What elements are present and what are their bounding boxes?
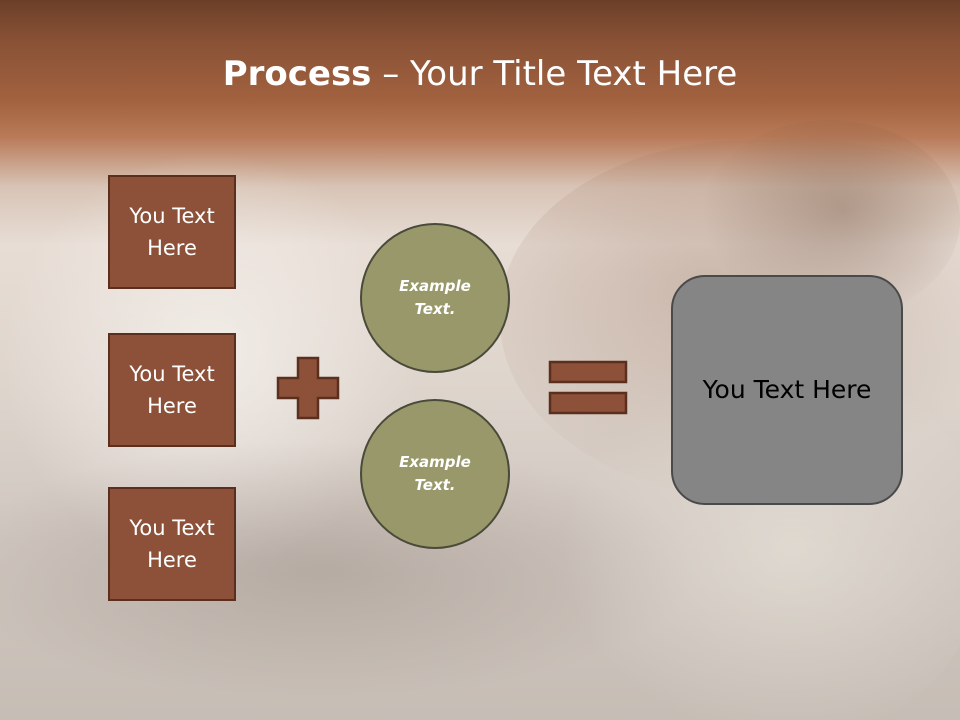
- plus-icon[interactable]: [276, 356, 340, 420]
- example-circle-2[interactable]: Example Text.: [360, 399, 510, 549]
- result-label: You Text Here: [702, 375, 872, 404]
- input-box-3[interactable]: You Text Here: [108, 487, 236, 601]
- example-circle-1[interactable]: Example Text.: [360, 223, 510, 373]
- example-circle-label: Example Text.: [399, 453, 471, 494]
- input-box-label: You Text Here: [129, 204, 215, 260]
- input-box-label: You Text Here: [129, 516, 215, 572]
- title-rest: – Your Title Text Here: [371, 54, 738, 94]
- input-box-label: You Text Here: [129, 362, 215, 418]
- input-box-2[interactable]: You Text Here: [108, 333, 236, 447]
- equals-icon[interactable]: [548, 360, 628, 416]
- background-photo-arm: [0, 440, 700, 700]
- slide-title[interactable]: Process – Your Title Text Here: [0, 52, 960, 96]
- result-box[interactable]: You Text Here: [671, 275, 903, 505]
- example-circle-label: Example Text.: [399, 277, 471, 318]
- input-box-1[interactable]: You Text Here: [108, 175, 236, 289]
- title-bold: Process: [222, 54, 372, 94]
